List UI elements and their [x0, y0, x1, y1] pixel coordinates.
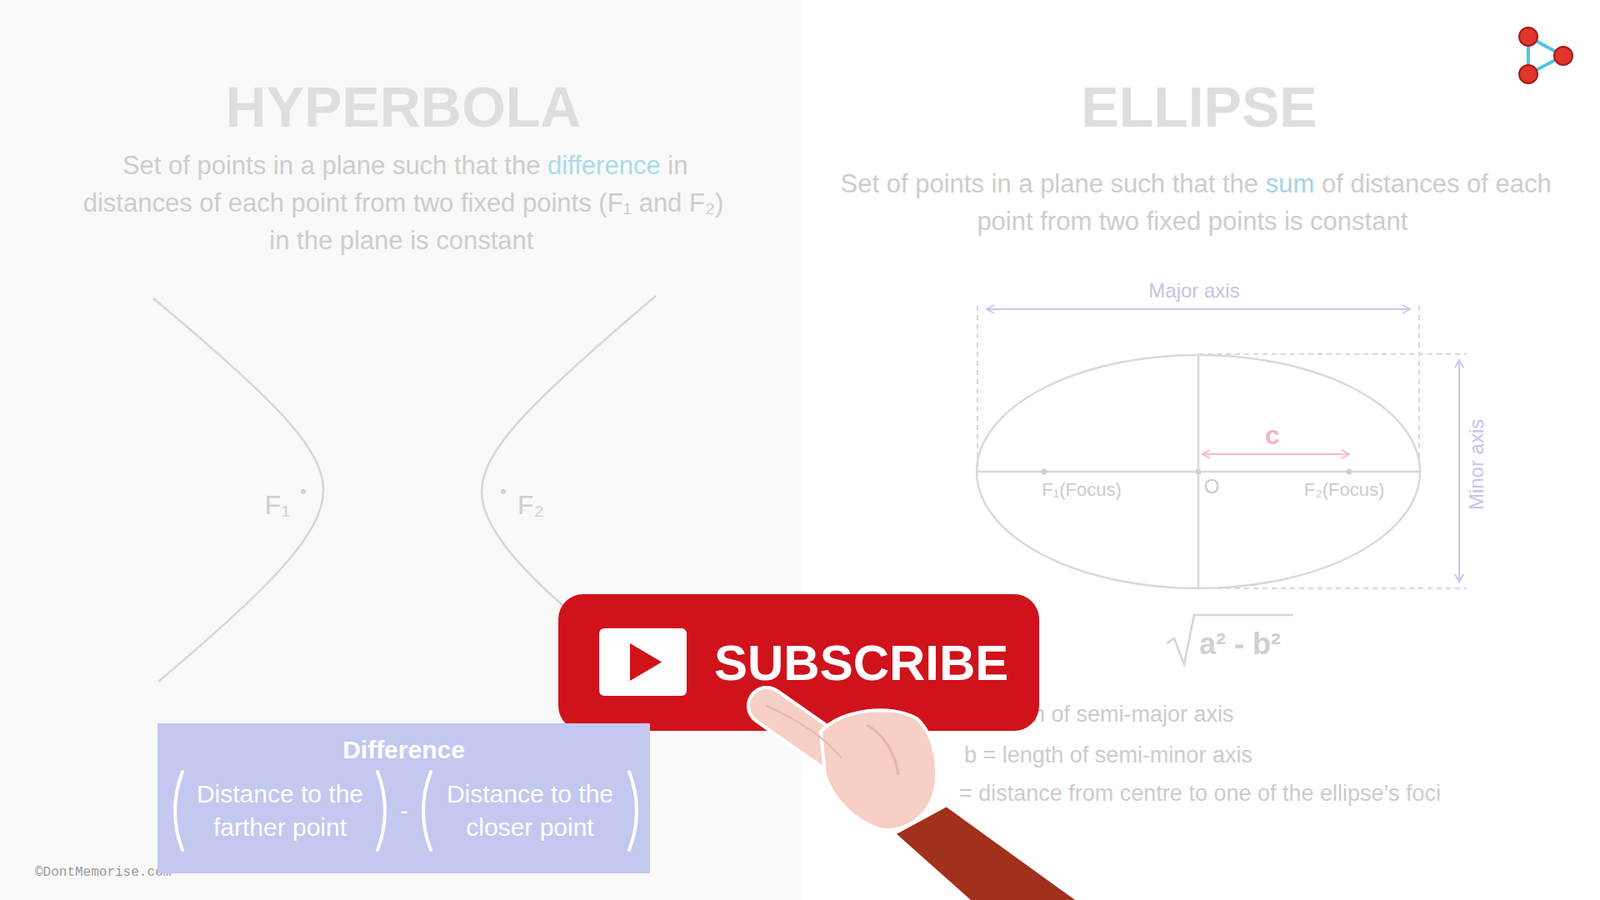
definition-part: difference — [547, 150, 661, 180]
major-axis-arrow — [986, 308, 1410, 310]
definition-text: Set of points in a plane such that thedi… — [82, 146, 725, 260]
minus-sign: - — [394, 794, 415, 828]
subscribe-button: SUBSCRIBE — [558, 594, 1040, 731]
path-shape — [820, 710, 937, 830]
centre-label: O — [1204, 475, 1220, 500]
c-arrow — [1202, 453, 1350, 455]
path-shape — [630, 643, 662, 681]
play-icon — [599, 628, 687, 696]
formula: a² - b² — [1199, 625, 1281, 662]
play-icon-svg — [599, 628, 687, 696]
line-shape — [1198, 587, 1467, 590]
formula-term: Distance to the farther point — [189, 777, 371, 845]
focus-label: F₂(Focus) — [1304, 479, 1385, 501]
definition-note: n of semi-major axis — [1032, 700, 1235, 728]
line-shape — [1418, 305, 1420, 472]
focus-label: F₁ — [265, 489, 290, 521]
focus-dot — [1346, 469, 1353, 475]
centre-dot — [1195, 469, 1202, 475]
distance-label: c — [1265, 419, 1280, 451]
definition-part: sum — [1265, 169, 1315, 199]
definition-part: Set of points in a plane such that the — [122, 150, 541, 180]
line-shape — [1198, 353, 1467, 355]
line-shape — [976, 305, 979, 472]
formula-term: Distance to the closer point — [437, 777, 623, 845]
path-shape — [895, 806, 1075, 900]
line-shape — [890, 801, 949, 834]
left-panel — [0, 0, 801, 900]
ellipse-shape — [976, 355, 1420, 589]
minor-axis-arrow — [1458, 360, 1460, 582]
path-shape — [629, 771, 637, 850]
path-shape — [423, 771, 431, 850]
dashed-guides — [977, 305, 1467, 589]
path-shape — [175, 771, 183, 850]
path-shape — [866, 725, 899, 775]
path-shape — [766, 705, 842, 759]
button-label: SUBSCRIBE — [714, 634, 1009, 692]
definition-text: Set of points in a plane such that thesu… — [819, 165, 1570, 240]
axis-label: Minor axis — [1465, 418, 1490, 510]
rect-shape — [599, 628, 687, 696]
path-shape — [153, 298, 324, 682]
focus-dot — [300, 489, 306, 495]
path-shape — [377, 771, 385, 850]
line-shape — [766, 705, 842, 759]
definition-note: b = length of semi-minor axis — [964, 741, 1253, 769]
circle-shape — [1554, 46, 1573, 65]
circle-shape — [1519, 65, 1538, 84]
circle-shape — [1519, 27, 1538, 46]
focus-dot — [500, 489, 506, 495]
heading: HYPERBOLA — [225, 73, 582, 142]
focus-label: F₁(Focus) — [1041, 479, 1121, 501]
axis-label: Major axis — [1148, 279, 1240, 304]
line-shape — [766, 705, 842, 759]
heading: ELLIPSE — [1080, 73, 1317, 142]
ellipse-figure — [976, 354, 1420, 589]
logo — [1519, 27, 1573, 84]
formula-box: DifferenceDistance to the farther point-… — [157, 723, 650, 874]
focus-label: F₂ — [517, 489, 545, 521]
focus-dot — [1041, 469, 1048, 475]
definition-part: Set of points in a plane such that the — [840, 169, 1260, 199]
watermark: ©DontMemorise.com — [35, 865, 171, 881]
radical-sign — [1166, 615, 1294, 665]
box-heading: Difference — [157, 733, 650, 767]
definition-note: = distance from centre to one of the ell… — [959, 780, 1441, 807]
